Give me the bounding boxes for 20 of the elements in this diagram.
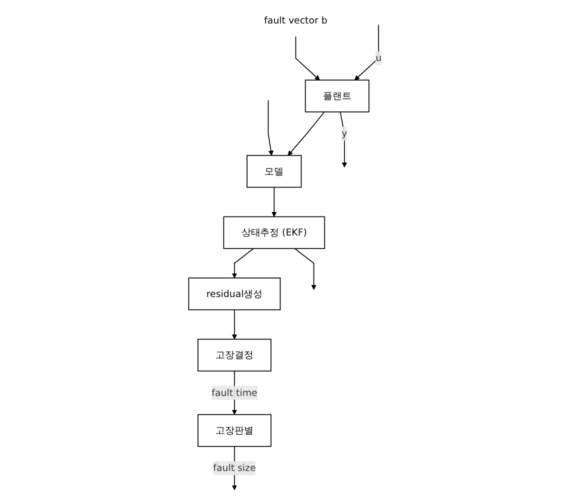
node-box: 플랜트 bbox=[304, 80, 370, 112]
node-box: 고장판별 bbox=[197, 414, 272, 447]
node-text: fault vector b bbox=[264, 14, 328, 26]
arrow bbox=[232, 309, 237, 340]
edge-label: y bbox=[341, 128, 348, 140]
edge-label: fault time bbox=[211, 386, 258, 398]
arrow bbox=[354, 24, 379, 80]
node-box: 상태추정 (EKF) bbox=[223, 216, 325, 249]
arrow bbox=[294, 248, 316, 290]
edge-label: fault size bbox=[212, 462, 256, 474]
arrow bbox=[268, 100, 274, 156]
arrow bbox=[287, 111, 325, 156]
arrow bbox=[295, 36, 320, 80]
node-box: 모델 bbox=[246, 155, 302, 188]
node-box: residual생성 bbox=[188, 278, 280, 310]
arrow bbox=[271, 186, 277, 217]
node-box: 고장결정 bbox=[197, 338, 272, 372]
arrow bbox=[340, 111, 347, 168]
arrow bbox=[232, 248, 254, 278]
edge-label: u bbox=[375, 52, 382, 64]
